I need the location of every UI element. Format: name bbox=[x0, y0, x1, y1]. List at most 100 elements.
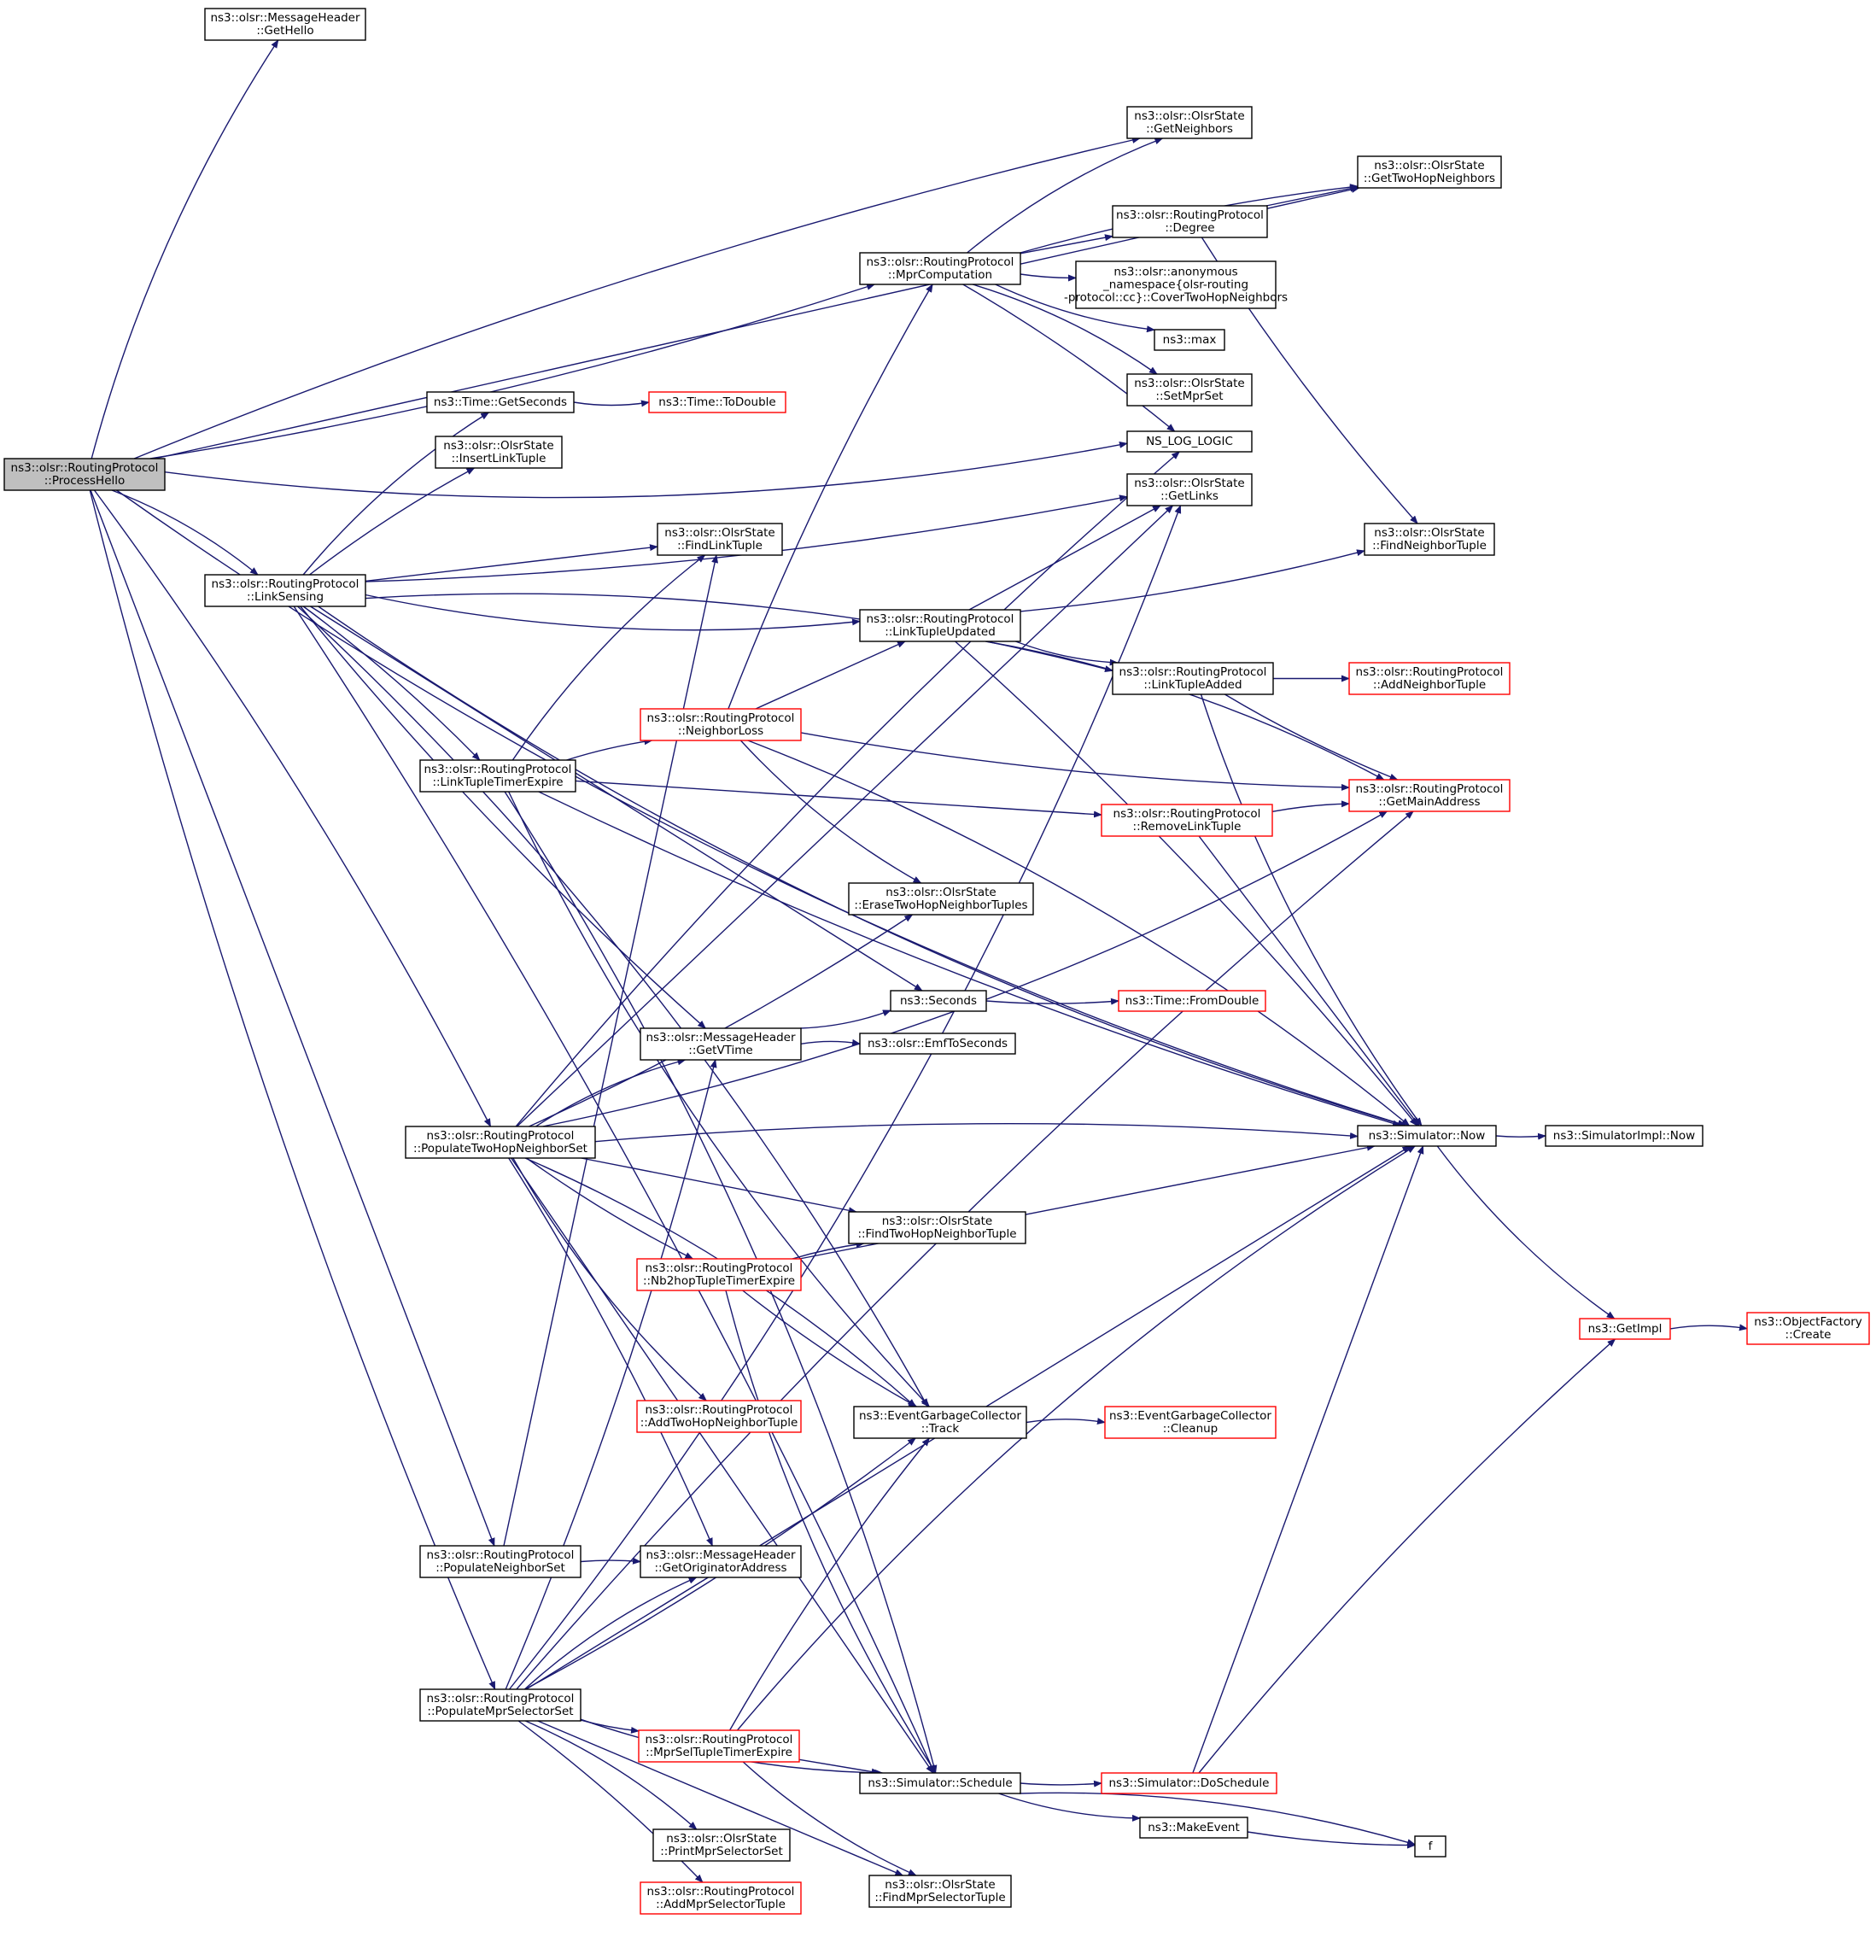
node-label: ::GetMainAddress bbox=[1378, 795, 1480, 809]
node-neighbor-loss[interactable]: ns3::olsr::RoutingProtocol::NeighborLoss bbox=[640, 708, 802, 741]
node-ns-log-logic[interactable]: NS_LOG_LOGIC bbox=[1126, 430, 1253, 453]
node-get-originator[interactable]: ns3::olsr::MessageHeader::GetOriginatorA… bbox=[640, 1545, 802, 1578]
edge-line bbox=[508, 505, 1182, 1690]
node-label: ns3::olsr::RoutingProtocol bbox=[647, 1885, 795, 1899]
node-degree[interactable]: ns3::olsr::RoutingProtocol::Degree bbox=[1112, 205, 1268, 238]
edge-process_hello-to-populate_neighbor_set bbox=[90, 489, 495, 1547]
node-erase-two-hop[interactable]: ns3::olsr::OlsrState::EraseTwoHopNeighbo… bbox=[848, 882, 1034, 916]
edge-line bbox=[742, 1290, 918, 1407]
node-link-tuple-updated[interactable]: ns3::olsr::RoutingProtocol::LinkTupleUpd… bbox=[859, 609, 1021, 642]
node-label: ns3::olsr::RoutingProtocol bbox=[1356, 782, 1504, 796]
edge-line bbox=[968, 505, 1161, 611]
edge-line bbox=[1020, 273, 1077, 282]
edge-line bbox=[1020, 549, 1365, 612]
edge-line bbox=[524, 1720, 698, 1830]
node-print-mpr-selector-set[interactable]: ns3::olsr::OlsrState::PrintMprSelectorSe… bbox=[652, 1828, 791, 1862]
node-object-factory-create[interactable]: ns3::ObjectFactory::Create bbox=[1746, 1312, 1870, 1345]
node-label: ns3::olsr::RoutingProtocol bbox=[424, 763, 572, 776]
node-add-neighbor-tuple[interactable]: ns3::olsr::RoutingProtocol::AddNeighborT… bbox=[1348, 662, 1511, 695]
node-box bbox=[419, 1545, 582, 1578]
edge-get_vtime-to-seconds bbox=[800, 1009, 891, 1029]
node-label: ::Nb2hopTupleTimerExpire bbox=[643, 1274, 795, 1288]
edge-nb2hop_expire-to-egc_track bbox=[742, 1290, 918, 1407]
edge-nb2hop_expire-to-simulator_schedule bbox=[725, 1290, 937, 1774]
node-set-mpr-set[interactable]: ns3::olsr::OlsrState::SetMprSet bbox=[1126, 373, 1253, 407]
edge-line bbox=[89, 489, 496, 1690]
node-f[interactable]: f bbox=[1414, 1835, 1446, 1858]
node-populate-mpr-selector[interactable]: ns3::olsr::RoutingProtocol::PopulateMprS… bbox=[419, 1688, 582, 1722]
node-cover-two-hop[interactable]: ns3::olsr::anonymous_namespace{olsr-rout… bbox=[1064, 260, 1288, 309]
edge-line bbox=[1020, 1792, 1416, 1846]
node-label: ns3::olsr::OlsrState bbox=[443, 439, 553, 453]
node-label: ::MprSelTupleTimerExpire bbox=[646, 1746, 792, 1759]
node-simulator-schedule[interactable]: ns3::Simulator::Schedule bbox=[859, 1772, 1021, 1794]
node-simulator-now[interactable]: ns3::Simulator::Now bbox=[1357, 1125, 1497, 1147]
node-label: ns3::olsr::MessageHeader bbox=[210, 11, 360, 25]
node-label: ns3::olsr::OlsrState bbox=[664, 526, 774, 540]
node-label: ::Cleanup bbox=[1163, 1422, 1219, 1436]
node-get-hello[interactable]: ns3::olsr::MessageHeader::GetHello bbox=[204, 8, 366, 41]
node-label: ::GetNeighbors bbox=[1146, 122, 1233, 136]
node-add-mpr-selector-tuple[interactable]: ns3::olsr::RoutingProtocol::AddMprSelect… bbox=[640, 1881, 802, 1915]
edge-line bbox=[1015, 641, 1119, 666]
edge-get_seconds-to-to_double bbox=[573, 400, 650, 407]
node-max[interactable]: ns3::max bbox=[1154, 329, 1225, 351]
node-add-two-hop-tuple[interactable]: ns3::olsr::RoutingProtocol::AddTwoHopNei… bbox=[636, 1400, 802, 1433]
node-populate-neighbor-set[interactable]: ns3::olsr::RoutingProtocol::PopulateNeig… bbox=[419, 1545, 582, 1578]
edge-line bbox=[742, 1761, 917, 1876]
edge-line bbox=[91, 39, 279, 459]
node-link-tuple-timer-expire[interactable]: ns3::olsr::RoutingProtocol::LinkTupleTim… bbox=[419, 759, 576, 793]
node-label: ns3::olsr::RoutingProtocol bbox=[1119, 665, 1267, 679]
node-make-event[interactable]: ns3::MakeEvent bbox=[1139, 1817, 1248, 1839]
edge-line bbox=[526, 1157, 694, 1260]
node-get-two-hop-neighbors[interactable]: ns3::olsr::OlsrState::GetTwoHopNeighbors bbox=[1357, 155, 1502, 189]
node-get-main-address[interactable]: ns3::olsr::RoutingProtocol::GetMainAddre… bbox=[1348, 779, 1511, 812]
edge-line bbox=[725, 1290, 937, 1774]
edge-link_sensing-to-seconds bbox=[310, 606, 923, 992]
node-seconds[interactable]: ns3::Seconds bbox=[890, 990, 987, 1012]
node-label: ns3::GetImpl bbox=[1588, 1322, 1663, 1336]
node-find-neighbor-tuple[interactable]: ns3::olsr::OlsrState::FindNeighborTuple bbox=[1364, 523, 1495, 556]
edge-populate_two_hop-to-simulator_schedule bbox=[511, 1157, 934, 1774]
node-label: ns3::olsr::EmfToSeconds bbox=[868, 1037, 1008, 1050]
node-link-sensing[interactable]: ns3::olsr::RoutingProtocol::LinkSensing bbox=[204, 574, 366, 607]
node-label: ::LinkTupleAdded bbox=[1143, 678, 1242, 692]
node-to-double[interactable]: ns3::Time::ToDouble bbox=[648, 391, 786, 413]
node-get-impl[interactable]: ns3::GetImpl bbox=[1579, 1318, 1671, 1340]
node-label: ::PopulateTwoHopNeighborSet bbox=[413, 1142, 587, 1156]
node-link-tuple-added[interactable]: ns3::olsr::RoutingProtocol::LinkTupleAdd… bbox=[1112, 662, 1274, 695]
node-mpr-sel-expire[interactable]: ns3::olsr::RoutingProtocol::MprSelTupleT… bbox=[638, 1729, 800, 1763]
edge-link_sensing-to-find_link_tuple bbox=[365, 544, 658, 582]
node-get-links[interactable]: ns3::olsr::OlsrState::GetLinks bbox=[1126, 473, 1253, 506]
node-get-vtime[interactable]: ns3::olsr::MessageHeader::GetVTime bbox=[640, 1027, 802, 1061]
node-label: ::Track bbox=[921, 1422, 960, 1436]
node-box bbox=[204, 574, 366, 607]
node-get-seconds[interactable]: ns3::Time::GetSeconds bbox=[426, 391, 575, 413]
node-box bbox=[638, 1729, 800, 1763]
node-egc-cleanup[interactable]: ns3::EventGarbageCollector::Cleanup bbox=[1104, 1406, 1277, 1439]
node-from-double[interactable]: ns3::Time::FromDouble bbox=[1118, 990, 1266, 1012]
node-find-link-tuple[interactable]: ns3::olsr::OlsrState::FindLinkTuple bbox=[657, 523, 783, 556]
node-remove-link-tuple[interactable]: ns3::olsr::RoutingProtocol::RemoveLinkTu… bbox=[1101, 804, 1273, 837]
node-box bbox=[1357, 155, 1502, 189]
edge-process_hello-to-mpr_computation bbox=[149, 283, 876, 459]
edge-line bbox=[365, 544, 658, 582]
edge-populate_two_hop-to-get_originator bbox=[508, 1157, 713, 1547]
edge-line bbox=[985, 998, 1119, 1005]
node-label: ns3::ObjectFactory bbox=[1754, 1315, 1862, 1329]
node-populate-two-hop[interactable]: ns3::olsr::RoutingProtocol::PopulateTwoH… bbox=[405, 1126, 596, 1159]
node-find-mpr-selector-tuple[interactable]: ns3::olsr::OlsrState::FindMprSelectorTup… bbox=[868, 1875, 1012, 1908]
node-mpr-computation[interactable]: ns3::olsr::RoutingProtocol::MprComputati… bbox=[859, 252, 1021, 285]
edge-line bbox=[995, 284, 1155, 333]
node-insert-link-tuple[interactable]: ns3::olsr::OlsrState::InsertLinkTuple bbox=[435, 436, 563, 469]
edge-populate_mpr_selector-to-print_mpr_selector_set bbox=[524, 1720, 698, 1830]
node-do-schedule[interactable]: ns3::Simulator::DoSchedule bbox=[1101, 1772, 1277, 1794]
node-egc-track[interactable]: ns3::EventGarbageCollector::Track bbox=[853, 1406, 1027, 1439]
node-simulator-impl-now[interactable]: ns3::SimulatorImpl::Now bbox=[1545, 1125, 1704, 1147]
node-find-two-hop-tuple[interactable]: ns3::olsr::OlsrState::FindTwoHopNeighbor… bbox=[848, 1211, 1026, 1244]
node-emf-to-seconds[interactable]: ns3::olsr::EmfToSeconds bbox=[859, 1033, 1016, 1055]
node-nb2hop-expire[interactable]: ns3::olsr::RoutingProtocol::Nb2hopTupleT… bbox=[636, 1258, 802, 1291]
node-get-neighbors[interactable]: ns3::olsr::OlsrState::GetNeighbors bbox=[1126, 106, 1253, 139]
edge-simulator_schedule-to-do_schedule bbox=[1020, 1780, 1102, 1787]
